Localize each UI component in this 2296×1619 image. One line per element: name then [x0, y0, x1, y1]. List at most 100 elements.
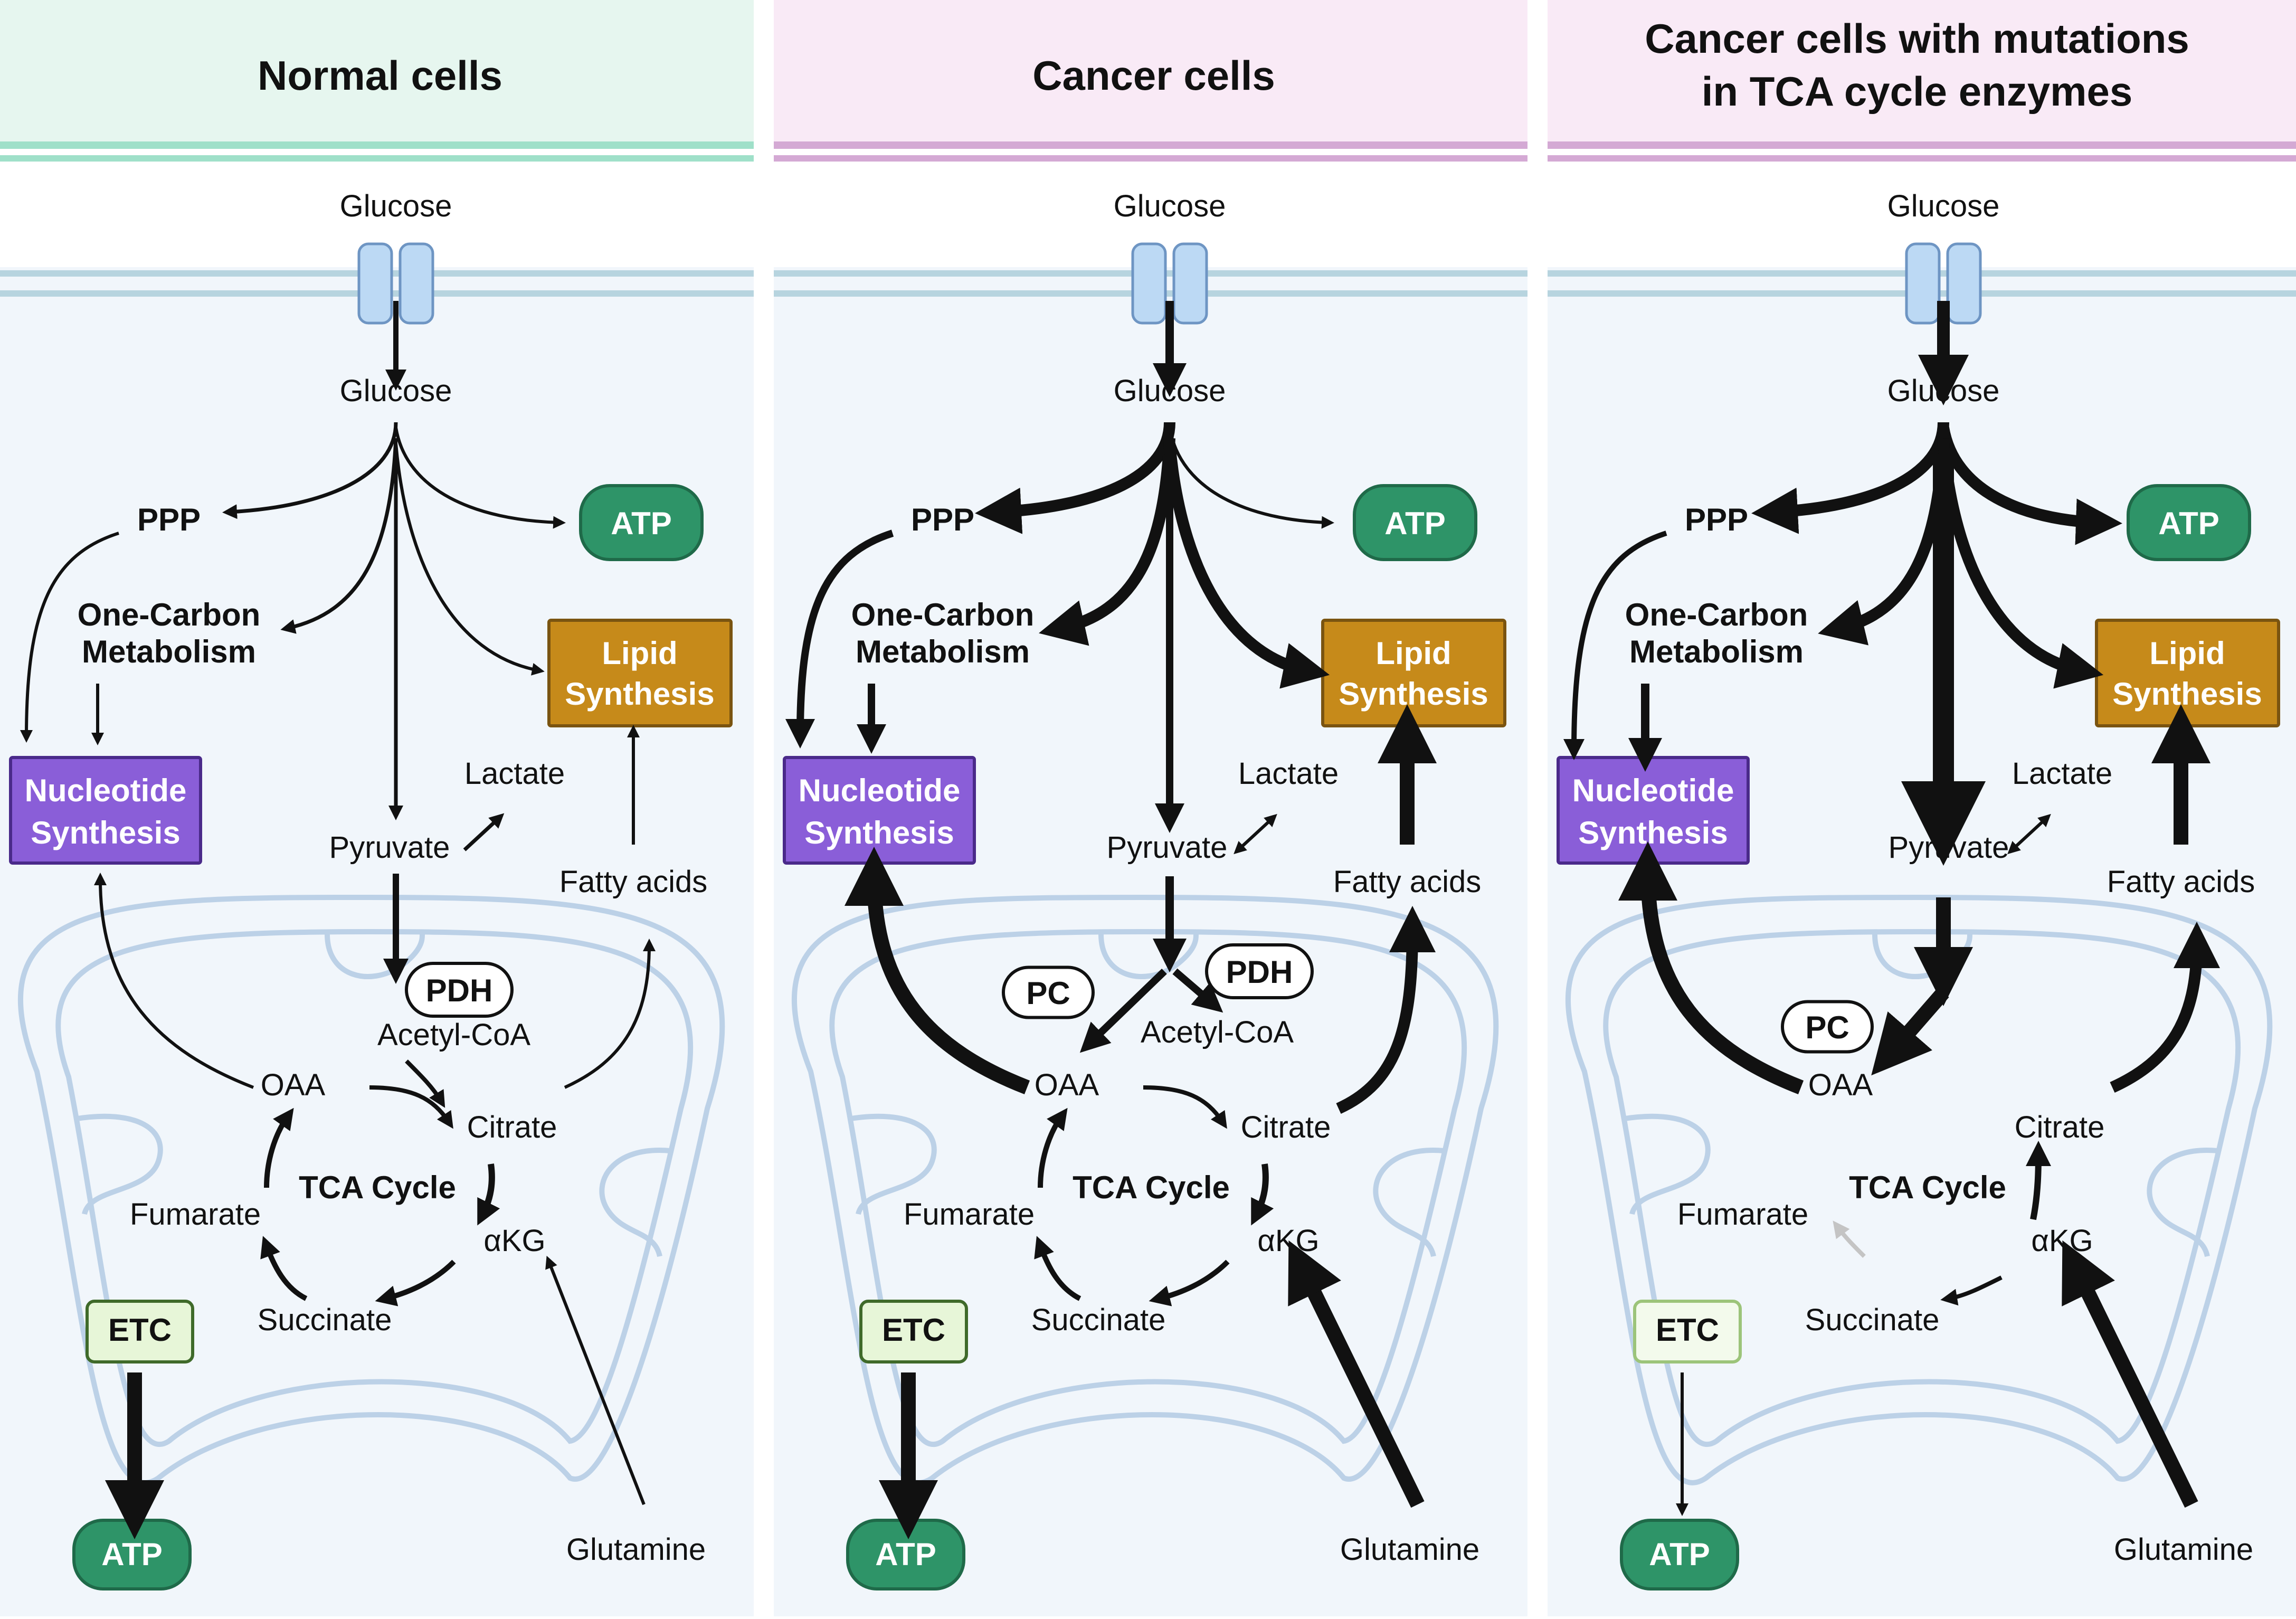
nucleotide-synthesis-label-line2: Synthesis [804, 815, 954, 850]
citrate-to-fatty-acids-arrow [564, 939, 656, 1089]
nucleotide-synthesis-box [9, 756, 202, 865]
atp-top-label: ATP [2158, 506, 2219, 541]
citrate-label: Citrate [467, 1110, 557, 1144]
etc-label: ETC [882, 1312, 945, 1348]
etc-label: ETC [1656, 1312, 1719, 1348]
glutamine-label: Glutamine [566, 1532, 706, 1567]
fumarate-grey-arrow [1833, 1220, 1866, 1258]
atp-top-label: ATP [611, 506, 672, 541]
pc-enzyme-label: PC [1026, 976, 1070, 1011]
one-carbon-label-line1: One-Carbon [1625, 597, 1808, 632]
panel-title: Normal cells [258, 52, 502, 99]
atp-bottom-box [1620, 1519, 1739, 1590]
one-carbon-label-line2: Metabolism [856, 634, 1030, 669]
pyruvate-to-acetyl-coa-arrow [1172, 968, 1223, 1013]
tca-cycle-label: TCA Cycle [299, 1170, 456, 1205]
lactate-label: Lactate [1238, 756, 1339, 791]
oaa-to-nucleotide-arrow [845, 847, 1030, 1095]
succinate-to-fumarate-arrow [1034, 1236, 1081, 1301]
glucose-to-one-carbon-arrow [280, 438, 398, 634]
fumarate-to-oaa-arrow [1038, 1107, 1068, 1188]
succinate-label: Succinate [1031, 1303, 1166, 1337]
citrate-to-akg-arrow [1251, 1163, 1274, 1226]
oaa-to-citrate-arrow [369, 1085, 453, 1129]
etc-box [1633, 1300, 1742, 1364]
lipid-synthesis-label-line1: Lipid [2149, 636, 2225, 671]
akg-to-succinate-arrow [1149, 1260, 1230, 1306]
atp-top-box [579, 484, 704, 561]
glucose-extracellular-label: Glucose [1114, 189, 1226, 223]
oaa-label: OAA [261, 1068, 326, 1102]
glucose-extracellular-label: Glucose [1887, 189, 2000, 223]
acetyl-coa-label: Acetyl-CoA [377, 1018, 530, 1052]
acetyl-coa-label: Acetyl-CoA [1141, 1015, 1294, 1049]
nucleotide-synthesis-label-line2: Synthesis [31, 815, 180, 850]
pyruvate-to-oaa-arrow [1871, 987, 1949, 1076]
ppp-label: PPP [1685, 502, 1748, 537]
pyruvate-lactate-arrow [1234, 813, 1277, 855]
lactate-label: Lactate [464, 756, 565, 791]
lipid-synthesis-box [547, 619, 733, 727]
oaa-label: OAA [1808, 1068, 1873, 1102]
oaa-label: OAA [1035, 1068, 1099, 1102]
citrate-label: Citrate [2015, 1110, 2105, 1144]
nucleotide-synthesis-label-line1: Nucleotide [1572, 773, 1734, 808]
atp-top-box [2127, 484, 2251, 561]
fumarate-label: Fumarate [130, 1197, 261, 1232]
glutamine-label: Glutamine [2114, 1532, 2253, 1567]
ppp-to-nucleotide-arrow [20, 532, 119, 743]
pyruvate-label: Pyruvate [1889, 830, 2009, 865]
glucose-extracellular-label: Glucose [340, 189, 452, 223]
pyruvate-lactate-arrow [2007, 813, 2051, 855]
one-carbon-label-line2: Metabolism [82, 634, 256, 669]
pyruvate-label: Pyruvate [1107, 830, 1228, 865]
glutamine-to-akg-arrow [1288, 1240, 1425, 1508]
fatty-acids-label: Fatty acids [1333, 865, 1481, 899]
akg-to-succinate-arrow [1940, 1275, 2003, 1306]
glucose-to-ppp-arrow [222, 422, 398, 519]
one-carbon-label-line1: One-Carbon [851, 597, 1035, 632]
atp-bottom-label: ATP [101, 1537, 163, 1572]
ppp-to-nucleotide-arrow [785, 529, 894, 749]
one-carbon-label-line1: One-Carbon [78, 597, 261, 632]
atp-top-label: ATP [1384, 506, 1446, 541]
akg-label: αKG [2031, 1224, 2093, 1258]
panel-title: Cancer cells [1032, 52, 1275, 99]
etc-label: ETC [108, 1312, 172, 1348]
succinate-label: Succinate [258, 1303, 392, 1337]
pyruvate-to-oaa-arrow [1079, 968, 1167, 1053]
pc-enzyme-label: PC [1805, 1010, 1849, 1045]
pdh-enzyme-label: PDH [1226, 954, 1293, 990]
succinate-label: Succinate [1805, 1303, 1940, 1337]
etc-box [86, 1300, 194, 1364]
pdh-enzyme [1205, 943, 1314, 999]
panel-title-line1: Cancer cells with mutations [1645, 15, 2189, 62]
glucose-to-atp-arrow [394, 427, 566, 529]
glucose-transporter-channel [357, 242, 434, 325]
glucose-transporter-channel [1905, 242, 1982, 325]
glucose-to-lipid-arrow [394, 443, 545, 676]
nucleotide-synthesis-label-line1: Nucleotide [799, 773, 961, 808]
etc-box [859, 1300, 968, 1364]
ppp-to-nucleotide-arrow [1563, 531, 1667, 760]
akg-label: αKG [1257, 1224, 1319, 1258]
atp-bottom-label: ATP [875, 1537, 936, 1572]
fatty-acids-label: Fatty acids [2107, 865, 2255, 899]
pyruvate-label: Pyruvate [329, 830, 450, 865]
glutamine-to-akg-arrow [2062, 1240, 2198, 1508]
pc-enzyme [1002, 965, 1095, 1019]
citrate-label: Citrate [1241, 1110, 1331, 1144]
one-carbon-label-line2: Metabolism [1629, 634, 1804, 669]
lipid-synthesis-label-line2: Synthesis [565, 676, 714, 712]
fatty-acids-label: Fatty acids [559, 865, 707, 899]
tca-cycle-label: TCA Cycle [1849, 1170, 2006, 1205]
akg-to-citrate-arrow [2025, 1141, 2051, 1220]
header-cancer-bg [774, 0, 1527, 141]
glucose-to-atp-arrow [1938, 427, 2122, 545]
akg-to-succinate-arrow [375, 1260, 456, 1306]
succinate-to-fumarate-arrow [260, 1236, 308, 1301]
citrate-to-fatty-acids-arrow [2110, 922, 2220, 1093]
